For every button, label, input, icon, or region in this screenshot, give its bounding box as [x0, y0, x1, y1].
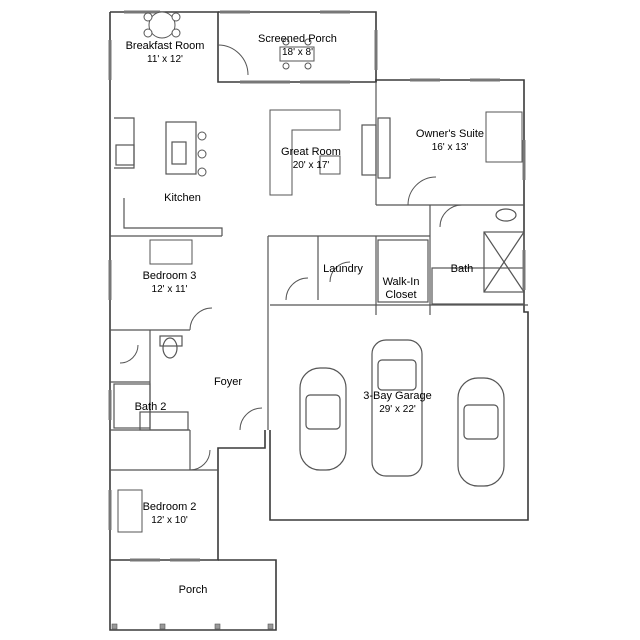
label-owners-bath: Bath [450, 263, 474, 275]
label-walk-in-closet: Walk-In Closet [382, 276, 420, 301]
label-bedroom-3: Bedroom 3 12' x 11' [142, 270, 197, 295]
label-foyer: Foyer [213, 376, 243, 388]
bed-icon [485, 111, 523, 163]
exterior-wall-right [269, 205, 529, 521]
sofa-icon [269, 109, 341, 196]
label-kitchen: Kitchen [164, 192, 201, 204]
porch-outline [109, 559, 277, 631]
label-bedroom-2: Bedroom 2 12' x 10' [142, 501, 197, 526]
label-porch: Porch [178, 584, 208, 596]
label-laundry: Laundry [323, 263, 363, 275]
car-icon-2 [457, 377, 505, 487]
label-screened-porch: Screened Porch 18' x 8' [258, 33, 337, 58]
label-garage: 3-Bay Garage 29' x 22' [363, 390, 432, 415]
car-icon [299, 367, 347, 471]
label-breakfast-room: Breakfast Room 11' x 12' [125, 40, 205, 65]
porch-table-icon [279, 46, 315, 62]
breakfast-table-icon [148, 11, 176, 39]
label-bath-2: Bath 2 [134, 401, 167, 413]
label-owners-suite: Owner's Suite 16' x 13' [415, 128, 485, 153]
label-great-room: Great Room 20' x 17' [281, 146, 341, 171]
truck-icon [371, 339, 423, 477]
